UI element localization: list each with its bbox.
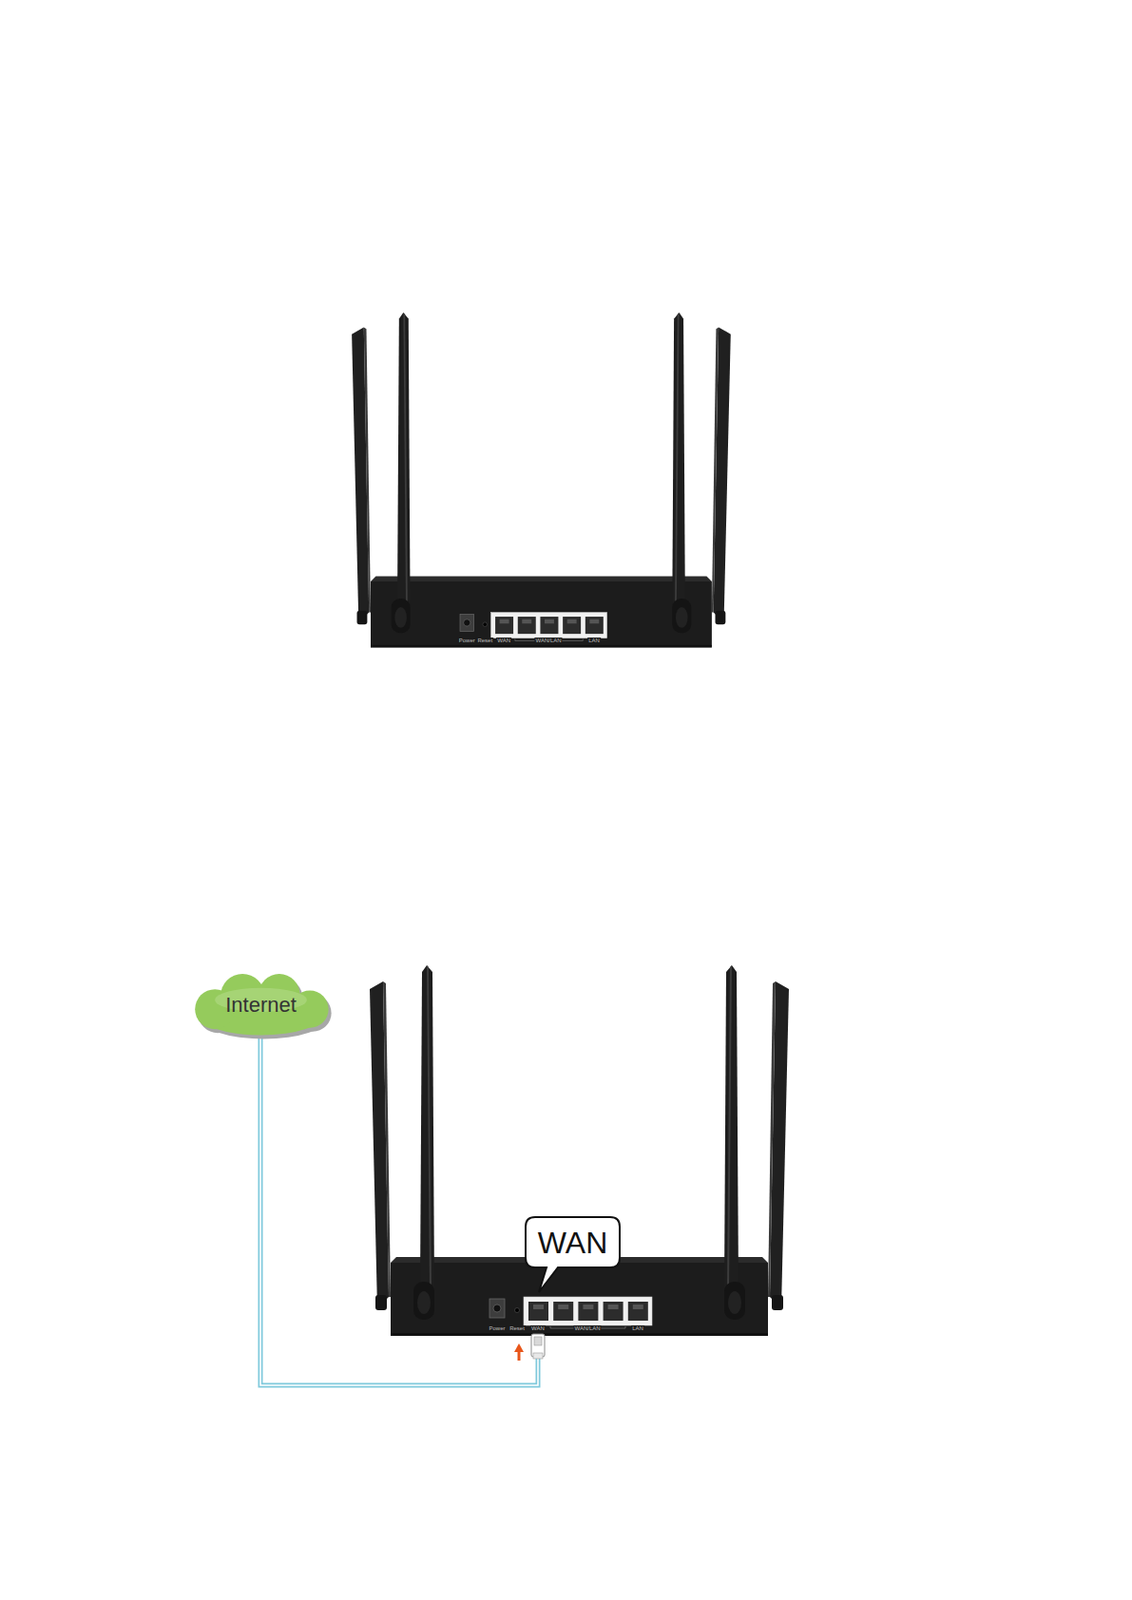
port-label: Reset (508, 1325, 526, 1332)
node-text: WAN (537, 1227, 608, 1259)
port-label: Power (458, 637, 477, 644)
port-label: LAN (587, 637, 601, 644)
port-label: Reset (476, 637, 494, 644)
insert-arrow (514, 1343, 524, 1362)
ethernet-plug (531, 1334, 545, 1360)
router-rear (351, 312, 731, 649)
port-label: WAN/LAN (535, 637, 563, 644)
port-label: WAN/LAN (573, 1325, 601, 1332)
internet-cloud: Internet (184, 972, 338, 1039)
port-label: WAN (530, 1325, 546, 1332)
router-rear (369, 965, 789, 1337)
node-text: Internet (225, 995, 297, 1017)
port-label: LAN (631, 1325, 645, 1332)
port-label: WAN (496, 637, 512, 644)
port-label: Power (487, 1325, 506, 1332)
port-callout: WAN (525, 1217, 620, 1268)
